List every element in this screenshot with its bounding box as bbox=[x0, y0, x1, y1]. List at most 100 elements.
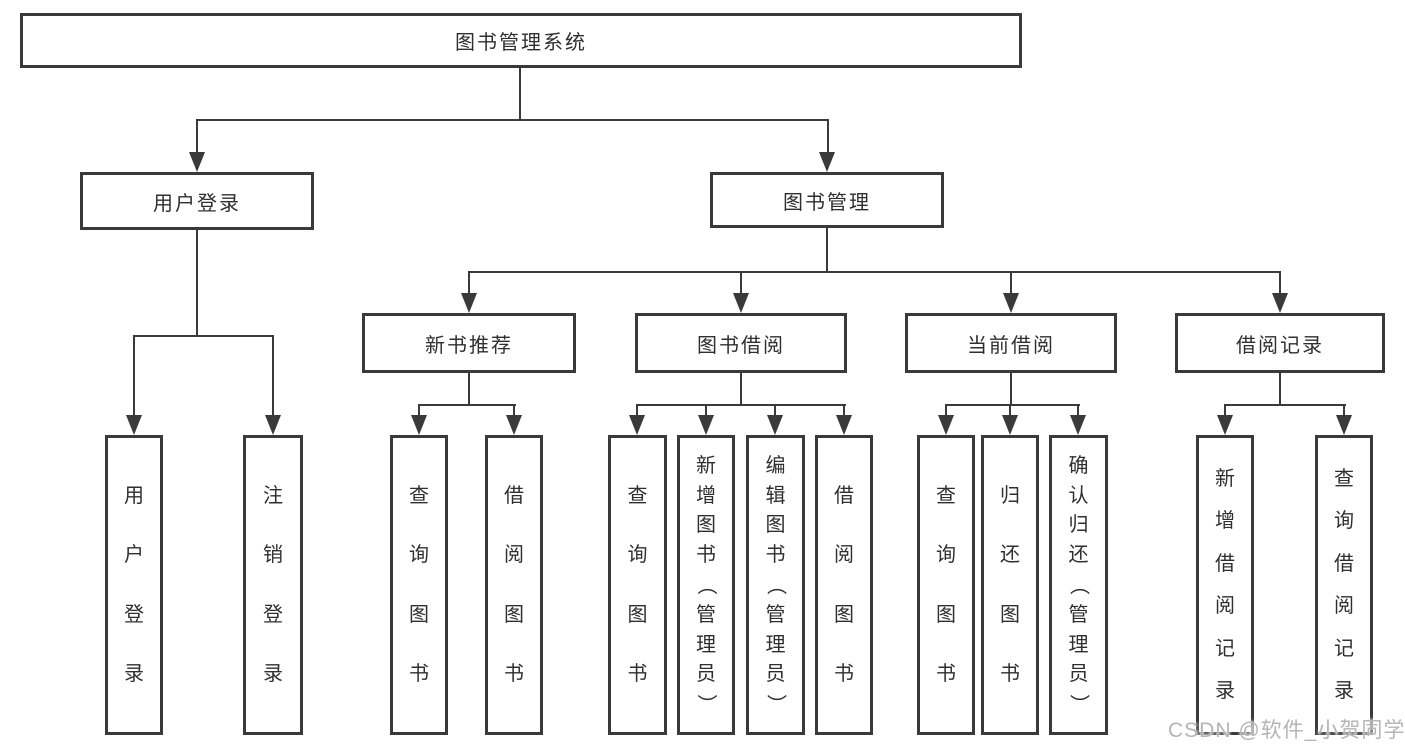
leaf-borrow-books-borrowing: 借阅图书 bbox=[815, 435, 873, 735]
connector-line bbox=[705, 405, 707, 417]
connector-line bbox=[1279, 272, 1281, 295]
leaf-label-char: 理 bbox=[765, 633, 786, 656]
connector-line bbox=[133, 335, 274, 337]
arrow-down-icon bbox=[1217, 415, 1233, 435]
connector-line bbox=[1224, 404, 1346, 406]
leaf-label-char: 书 bbox=[696, 544, 716, 567]
leaf-query-books-newbook: 查询图书 bbox=[390, 435, 448, 735]
connector-line bbox=[1224, 405, 1226, 417]
node-user-login: 用户登录 bbox=[80, 172, 314, 230]
leaf-label-char: ） bbox=[764, 694, 787, 715]
node-book-borrowing: 图书借阅 bbox=[635, 313, 847, 373]
arrow-down-icon bbox=[767, 415, 783, 435]
leaf-label-char: 户 bbox=[124, 544, 144, 567]
leaf-label-char: 还 bbox=[1000, 544, 1020, 567]
node-borrowing-records: 借阅记录 bbox=[1175, 313, 1385, 373]
connector-line bbox=[945, 404, 1080, 406]
connector-line bbox=[945, 405, 947, 417]
arrow-down-icon bbox=[733, 293, 749, 313]
leaf-label-char: 认 bbox=[1068, 484, 1089, 507]
connector-line bbox=[468, 373, 470, 405]
leaf-label-char: 增 bbox=[1215, 510, 1235, 533]
leaf-add-borrow-record: 新增借阅记录 bbox=[1196, 435, 1254, 735]
arrow-down-icon bbox=[836, 415, 852, 435]
leaf-return-books: 归还图书 bbox=[981, 435, 1039, 735]
leaf-label-char: 书 bbox=[504, 663, 524, 686]
leaf-label-char: 借 bbox=[1215, 552, 1235, 575]
connector-line bbox=[1279, 373, 1281, 405]
leaf-label-char: 书 bbox=[834, 663, 854, 686]
leaf-label-char: 阅 bbox=[1334, 595, 1354, 618]
leaf-label-char: 询 bbox=[409, 544, 429, 567]
arrow-down-icon bbox=[819, 152, 835, 172]
connector-line bbox=[636, 404, 846, 406]
arrow-down-icon bbox=[1272, 293, 1288, 313]
node-current-borrowing: 当前借阅 bbox=[905, 313, 1117, 373]
arrow-down-icon bbox=[1070, 415, 1086, 435]
leaf-label-char: 询 bbox=[627, 544, 648, 567]
connector-line bbox=[272, 336, 274, 417]
connector-line bbox=[636, 405, 638, 417]
leaf-label-char: 辑 bbox=[765, 484, 786, 507]
leaf-label-char: 新 bbox=[696, 454, 716, 477]
leaf-label-char: 理 bbox=[696, 633, 716, 656]
arrow-down-icon bbox=[189, 152, 205, 172]
connector-line bbox=[1010, 373, 1012, 405]
leaf-label-char: 借 bbox=[504, 484, 524, 507]
leaf-query-borrow-record: 查询借阅记录 bbox=[1315, 435, 1373, 735]
leaf-label-char: 查 bbox=[1334, 467, 1354, 490]
leaf-borrow-books-newbook: 借阅图书 bbox=[485, 435, 543, 735]
connector-line bbox=[196, 120, 198, 154]
leaf-label-char: 销 bbox=[263, 544, 283, 567]
leaf-label-char: 编 bbox=[765, 454, 786, 477]
leaf-label-char: 记 bbox=[1334, 637, 1354, 660]
leaf-label-char: 图 bbox=[765, 514, 786, 537]
leaf-label-char: 员 bbox=[765, 663, 786, 686]
leaf-query-books-borrowing: 查询图书 bbox=[608, 435, 667, 735]
leaf-label-char: ） bbox=[695, 694, 717, 715]
leaf-label-char: 录 bbox=[1215, 680, 1235, 703]
leaf-label-char: 阅 bbox=[834, 544, 854, 567]
arrow-down-icon bbox=[698, 415, 714, 435]
leaf-label-char: 询 bbox=[1334, 510, 1354, 533]
leaf-label-char: 查 bbox=[627, 484, 648, 507]
connector-line bbox=[468, 271, 1281, 273]
leaf-label-char: 书 bbox=[765, 544, 786, 567]
arrow-down-icon bbox=[629, 415, 645, 435]
leaf-add-book-admin: 新增图书（管理员） bbox=[677, 435, 735, 735]
arrow-down-icon bbox=[1336, 415, 1352, 435]
leaf-label-char: 归 bbox=[1068, 514, 1089, 537]
leaf-label-char: 录 bbox=[124, 663, 144, 686]
connector-line bbox=[740, 373, 742, 405]
leaf-label-char: 书 bbox=[1000, 663, 1020, 686]
leaf-label-char: 录 bbox=[1334, 680, 1354, 703]
connector-line bbox=[133, 336, 135, 417]
node-book-management: 图书管理 bbox=[710, 172, 944, 228]
connector-line bbox=[196, 119, 829, 121]
leaf-label-char: 登 bbox=[263, 603, 283, 626]
leaf-label-char: 书 bbox=[936, 663, 956, 686]
leaf-label-char: 书 bbox=[409, 663, 429, 686]
leaf-label-char: 图 bbox=[627, 603, 648, 626]
leaf-label-char: 员 bbox=[696, 663, 716, 686]
leaf-label-char: 注 bbox=[263, 484, 283, 507]
arrow-down-icon bbox=[1002, 415, 1018, 435]
leaf-label-char: 图 bbox=[504, 603, 524, 626]
connector-line bbox=[418, 404, 516, 406]
leaf-label-char: 阅 bbox=[504, 544, 524, 567]
connector-line bbox=[740, 272, 742, 295]
leaf-label-char: （ bbox=[695, 574, 717, 595]
leaf-label-char: 理 bbox=[1068, 633, 1089, 656]
leaf-label-char: 记 bbox=[1215, 637, 1235, 660]
node-library-management-system: 图书管理系统 bbox=[20, 13, 1022, 68]
connector-line bbox=[826, 228, 828, 273]
watermark: CSDN @软件_小贺同学 bbox=[1168, 719, 1405, 742]
leaf-edit-book-admin: 编辑图书（管理员） bbox=[746, 435, 805, 735]
leaf-label-char: 员 bbox=[1068, 663, 1089, 686]
leaf-label-char: （ bbox=[764, 574, 787, 595]
leaf-label-char: 询 bbox=[936, 544, 956, 567]
connector-line bbox=[196, 230, 198, 337]
leaf-confirm-return-admin: 确认归还（管理员） bbox=[1049, 435, 1108, 735]
leaf-label-char: 阅 bbox=[1215, 595, 1235, 618]
